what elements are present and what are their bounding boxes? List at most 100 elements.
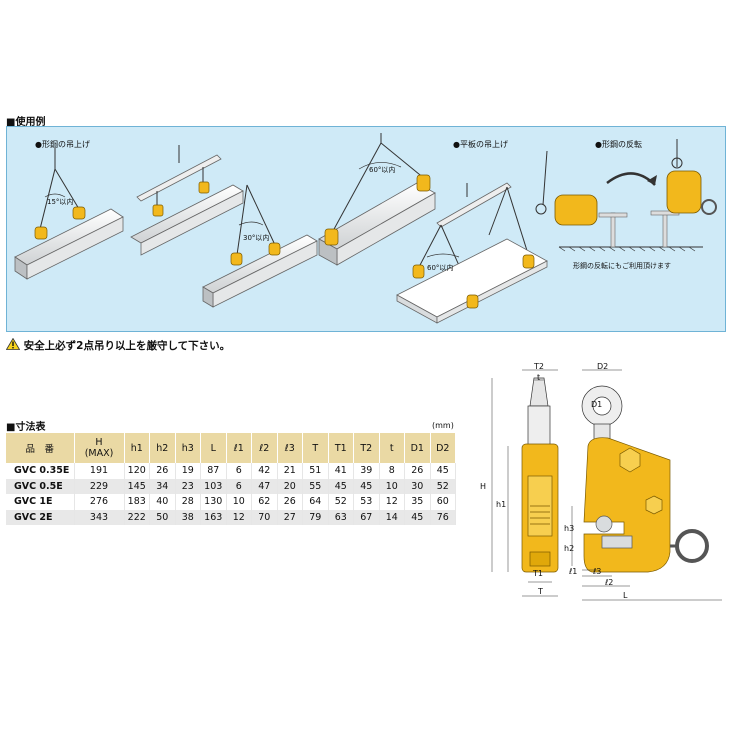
table-cell: 34	[149, 478, 176, 494]
dimensions-table: 品 番 H (MAX) h1 h2 h3 L ℓ1 ℓ2 ℓ3 T T1 T2 …	[6, 433, 456, 525]
table-cell: 6	[226, 478, 252, 494]
scene-plate-lift	[396, 182, 548, 324]
usage-panel: ●形鋼の吊上げ ●平板の吊上げ ●形鋼の反転 15°以内 30°以内 60°以内…	[6, 126, 726, 332]
table-cell: 50	[149, 509, 176, 525]
table-cell: 52	[430, 478, 456, 494]
dim-label: ℓ2	[605, 578, 614, 587]
caption-shape-flip: ●形鋼の反転	[595, 140, 642, 149]
table-cell: 21	[277, 463, 303, 479]
table-cell: 28	[175, 494, 201, 510]
dim-label: H	[480, 482, 487, 491]
dim-label: ℓ1	[569, 567, 578, 576]
table-cell: 191	[74, 463, 125, 479]
header-l1: ℓ1	[226, 433, 252, 463]
dim-label: T2	[534, 362, 544, 371]
header-l3: ℓ3	[277, 433, 303, 463]
table-cell: 67	[353, 509, 380, 525]
table-cell: 26	[149, 463, 176, 479]
header-t-lower: t	[379, 433, 405, 463]
table-cell: 10	[226, 494, 252, 510]
header-h: H (MAX)	[74, 433, 125, 463]
clamp-icon	[324, 228, 339, 246]
angle-label: 60°以内	[369, 166, 396, 174]
table-cell: 145	[124, 478, 150, 494]
clamp-icon	[554, 194, 598, 226]
table-row: GVC 0.5E 229 145 34 23 103 6 47 20 55 45…	[6, 478, 456, 494]
header-h3: h3	[175, 433, 201, 463]
table-cell: 20	[277, 478, 303, 494]
dim-label: ℓ3	[593, 567, 602, 576]
clamp-icon	[412, 264, 425, 279]
clamp-icon	[198, 181, 210, 194]
table-cell: 183	[124, 494, 150, 510]
scene-shape-flip	[535, 139, 717, 252]
header-l2: ℓ2	[251, 433, 278, 463]
scene-shape-lift-3	[318, 133, 436, 266]
header-l: L	[200, 433, 227, 463]
angle-label: 60°以内	[427, 264, 454, 272]
table-row: GVC 2E 343 222 50 38 163 12 70 27 79 63 …	[6, 509, 456, 525]
table-cell: 55	[302, 478, 329, 494]
clamp-icon	[416, 174, 431, 192]
dim-label: D1	[591, 400, 603, 409]
dim-label: D2	[597, 362, 609, 371]
table-cell: GVC 1E	[6, 494, 75, 510]
table-cell: 79	[302, 509, 329, 525]
clamp-icon	[268, 242, 281, 256]
table-cell: GVC 0.5E	[6, 478, 75, 494]
table-cell: 45	[328, 478, 354, 494]
warning-icon	[5, 337, 21, 350]
table-cell: 27	[277, 509, 303, 525]
table-cell: 26	[277, 494, 303, 510]
angle-label: 30°以内	[243, 234, 270, 242]
table-cell: 60	[430, 494, 456, 510]
header-t1: T1	[328, 433, 354, 463]
clamp-icon	[152, 204, 164, 217]
table-cell: 47	[251, 478, 278, 494]
clamp-dimension-drawing	[491, 369, 722, 601]
caption-plate-lift: ●平板の吊上げ	[453, 140, 508, 149]
table-header-row: 品 番 H (MAX) h1 h2 h3 L ℓ1 ℓ2 ℓ3 T T1 T2 …	[6, 433, 456, 463]
table-cell: 30	[404, 478, 431, 494]
table-cell: 103	[200, 478, 227, 494]
header-h1: h1	[124, 433, 150, 463]
scene-shape-lift-2	[130, 145, 318, 308]
table-cell: 40	[149, 494, 176, 510]
table-cell: 276	[74, 494, 125, 510]
header-d2: D2	[430, 433, 456, 463]
table-cell: 10	[379, 478, 405, 494]
header-t-upper: T	[302, 433, 329, 463]
table-cell: 8	[379, 463, 405, 479]
table-cell: 14	[379, 509, 405, 525]
table-cell: 87	[200, 463, 227, 479]
header-model: 品 番	[6, 433, 75, 463]
warning-text: 安全上必ず2点吊り以上を厳守して下さい。	[23, 340, 231, 352]
table-cell: 63	[328, 509, 354, 525]
warning-line: 安全上必ず2点吊り以上を厳守して下さい。	[5, 337, 231, 353]
clamp-icon	[72, 206, 86, 220]
table-cell: 39	[353, 463, 380, 479]
clamp-icon	[522, 254, 535, 269]
table-cell: 6	[226, 463, 252, 479]
dimensions-heading: ■寸法表	[6, 422, 46, 433]
table-cell: 64	[302, 494, 329, 510]
table-cell: 38	[175, 509, 201, 525]
dim-label: h3	[564, 524, 575, 533]
dim-label: t	[537, 373, 541, 382]
dim-label: L	[623, 591, 628, 600]
header-h2: h2	[149, 433, 176, 463]
header-t2: T2	[353, 433, 380, 463]
table-cell: 42	[251, 463, 278, 479]
table-cell: 76	[430, 509, 456, 525]
table-cell: 45	[404, 509, 431, 525]
header-d1: D1	[404, 433, 431, 463]
table-cell: 45	[430, 463, 456, 479]
table-cell: 120	[124, 463, 150, 479]
table-cell: 12	[379, 494, 405, 510]
table-row: GVC 1E 276 183 40 28 130 10 62 26 64 52 …	[6, 494, 456, 510]
usage-illustrations	[14, 133, 717, 324]
table-cell: 12	[226, 509, 252, 525]
clamp-icon	[230, 252, 243, 266]
angle-label: 15°以内	[47, 198, 74, 206]
table-cell: 19	[175, 463, 201, 479]
